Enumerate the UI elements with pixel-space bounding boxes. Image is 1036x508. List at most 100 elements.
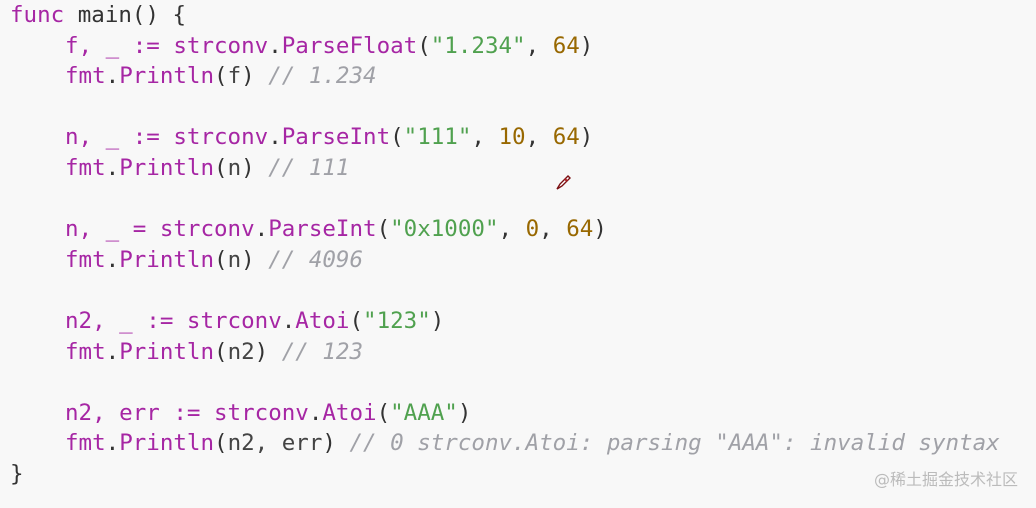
pen-cursor-icon xyxy=(556,175,571,190)
dot: . xyxy=(105,430,120,457)
paren-close: ) xyxy=(579,124,594,151)
package-name: fmt xyxy=(65,63,106,90)
code-line-10 xyxy=(10,275,1000,306)
string-arg: "0x1000" xyxy=(390,216,499,243)
comma: , xyxy=(525,32,553,59)
assign-op: = xyxy=(132,216,147,243)
comment: // 0 strconv.Atoi: parsing "AAA": invali… xyxy=(349,430,1000,457)
package-name: strconv xyxy=(173,124,269,151)
dot: . xyxy=(105,338,120,365)
paren-close: ) xyxy=(322,430,336,457)
paren-open: ( xyxy=(376,399,391,426)
dot: . xyxy=(281,307,296,334)
call-name: ParseInt xyxy=(268,216,377,243)
code-line-1: func main() { xyxy=(10,0,1000,31)
arg: n2 xyxy=(227,338,255,365)
number-arg: 64 xyxy=(566,216,594,243)
dot: . xyxy=(268,124,282,151)
paren-open: ( xyxy=(214,338,228,365)
arg: n xyxy=(227,154,242,181)
call-name: ParseFloat xyxy=(281,32,418,59)
paren-open: ( xyxy=(214,63,228,90)
assign-op: := xyxy=(146,307,174,334)
call-name: Println xyxy=(119,246,215,273)
package-name: fmt xyxy=(65,246,106,273)
comment: // 123 xyxy=(281,338,364,365)
code-line-13 xyxy=(10,367,1000,398)
call-name: Println xyxy=(119,430,215,457)
paren-close: ) xyxy=(430,307,445,334)
string-arg: "1.234" xyxy=(430,32,526,59)
watermark: @稀土掘金技术社区 xyxy=(873,470,1018,489)
call-name: Atoi xyxy=(322,399,377,426)
code-line-9: fmt.Println(n) // 4096 xyxy=(10,245,1000,276)
keyword-func: func xyxy=(10,2,65,28)
assign-op: := xyxy=(132,124,160,151)
code-line-4 xyxy=(10,92,1000,123)
code-line-5: n, _ := strconv.ParseInt("111", 10, 64) xyxy=(10,122,1000,153)
comma: , xyxy=(471,124,499,151)
code-line-11: n2, _ := strconv.Atoi("123") xyxy=(10,306,1000,337)
comment: // 1.234 xyxy=(268,63,377,90)
package-name: fmt xyxy=(65,338,106,365)
package-name: strconv xyxy=(173,32,269,59)
number-arg: 64 xyxy=(552,32,580,59)
call-name: Println xyxy=(119,154,215,181)
string-arg: "123" xyxy=(363,307,431,334)
paren-close: ) xyxy=(241,63,255,90)
assign-lhs: f, _ xyxy=(65,32,120,59)
arg: f xyxy=(227,63,242,90)
code-editor: func main() { f, _ := strconv.ParseFloat… xyxy=(10,0,1000,490)
comma: , xyxy=(498,216,526,243)
paren-close: ) xyxy=(241,246,255,273)
package-name: strconv xyxy=(159,216,255,243)
paren-close: ) xyxy=(593,216,607,243)
code-line-8: n, _ = strconv.ParseInt("0x1000", 0, 64) xyxy=(10,214,1000,245)
string-arg: "111" xyxy=(403,124,472,151)
dot: . xyxy=(105,63,120,90)
comma: , xyxy=(539,216,567,243)
paren-close: ) xyxy=(254,338,269,365)
assign-lhs: n2, _ xyxy=(65,307,133,334)
package-name: fmt xyxy=(65,430,106,457)
call-name: Println xyxy=(119,338,215,365)
package-name: fmt xyxy=(65,154,106,181)
comment: // 4096 xyxy=(268,246,364,273)
dot: . xyxy=(268,32,282,59)
paren-open: ( xyxy=(390,124,404,151)
function-open: () { xyxy=(131,2,187,28)
dot: . xyxy=(105,246,120,273)
paren-close: ) xyxy=(457,399,472,426)
call-name: Atoi xyxy=(295,307,350,334)
paren-open: ( xyxy=(417,32,431,59)
number-arg: 0 xyxy=(525,216,540,243)
paren-open: ( xyxy=(349,307,364,334)
assign-lhs: n, _ xyxy=(65,216,120,243)
arg: n xyxy=(227,246,242,273)
paren-open: ( xyxy=(214,154,228,181)
call-name: Println xyxy=(119,63,215,90)
paren-open: ( xyxy=(214,246,228,273)
code-line-2: f, _ := strconv.ParseFloat("1.234", 64) xyxy=(10,31,1000,62)
dot: . xyxy=(105,154,120,181)
code-line-15: fmt.Println(n2, err) // 0 strconv.Atoi: … xyxy=(10,428,1000,459)
code-line-3: fmt.Println(f) // 1.234 xyxy=(10,61,1000,92)
assign-lhs: n2, err xyxy=(65,399,160,426)
code-line-14: n2, err := strconv.Atoi("AAA") xyxy=(10,398,1000,429)
assign-lhs: n, _ xyxy=(65,124,120,151)
number-arg: 10 xyxy=(498,124,526,151)
dot: . xyxy=(308,399,323,426)
dot: . xyxy=(254,216,269,243)
function-name: main xyxy=(77,2,132,28)
package-name: strconv xyxy=(214,399,309,426)
arg: n2, err xyxy=(227,430,323,457)
code-line-6: fmt.Println(n) // 111 xyxy=(10,153,1000,184)
comma: , xyxy=(525,124,553,151)
assign-op: := xyxy=(173,399,201,426)
code-line-7 xyxy=(10,184,1000,215)
comment: // 111 xyxy=(268,154,350,181)
assign-op: := xyxy=(132,32,160,59)
paren-open: ( xyxy=(214,430,228,457)
function-close: } xyxy=(10,460,24,487)
code-line-16: } xyxy=(10,459,1000,490)
